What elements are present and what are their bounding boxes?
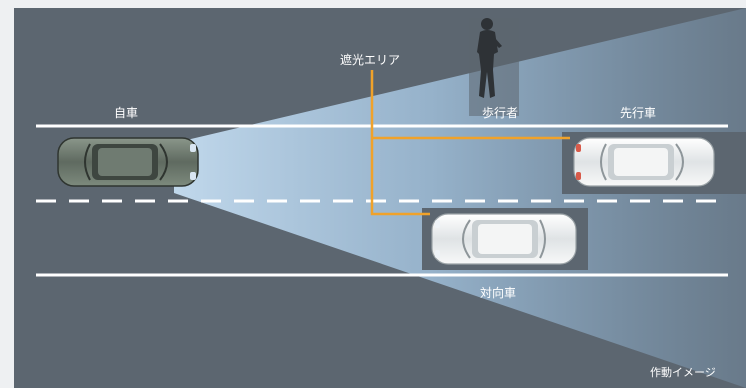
label-pedestrian: 歩行者 bbox=[482, 104, 518, 121]
label-own-vehicle: 自車 bbox=[114, 104, 138, 121]
label-shading-area: 遮光エリア bbox=[340, 51, 400, 68]
adb-operation-diagram: 自車 遮光エリア 歩行者 先行車 対向車 作動イメージ bbox=[14, 8, 746, 388]
label-oncoming-vehicle: 対向車 bbox=[480, 284, 516, 301]
headlight-beam bbox=[174, 8, 746, 388]
label-preceding-vehicle: 先行車 bbox=[620, 104, 656, 121]
own-vehicle-car bbox=[58, 138, 198, 186]
diagram-caption: 作動イメージ bbox=[650, 364, 716, 380]
oncoming-vehicle-car bbox=[432, 214, 576, 264]
preceding-vehicle-car bbox=[574, 138, 714, 186]
